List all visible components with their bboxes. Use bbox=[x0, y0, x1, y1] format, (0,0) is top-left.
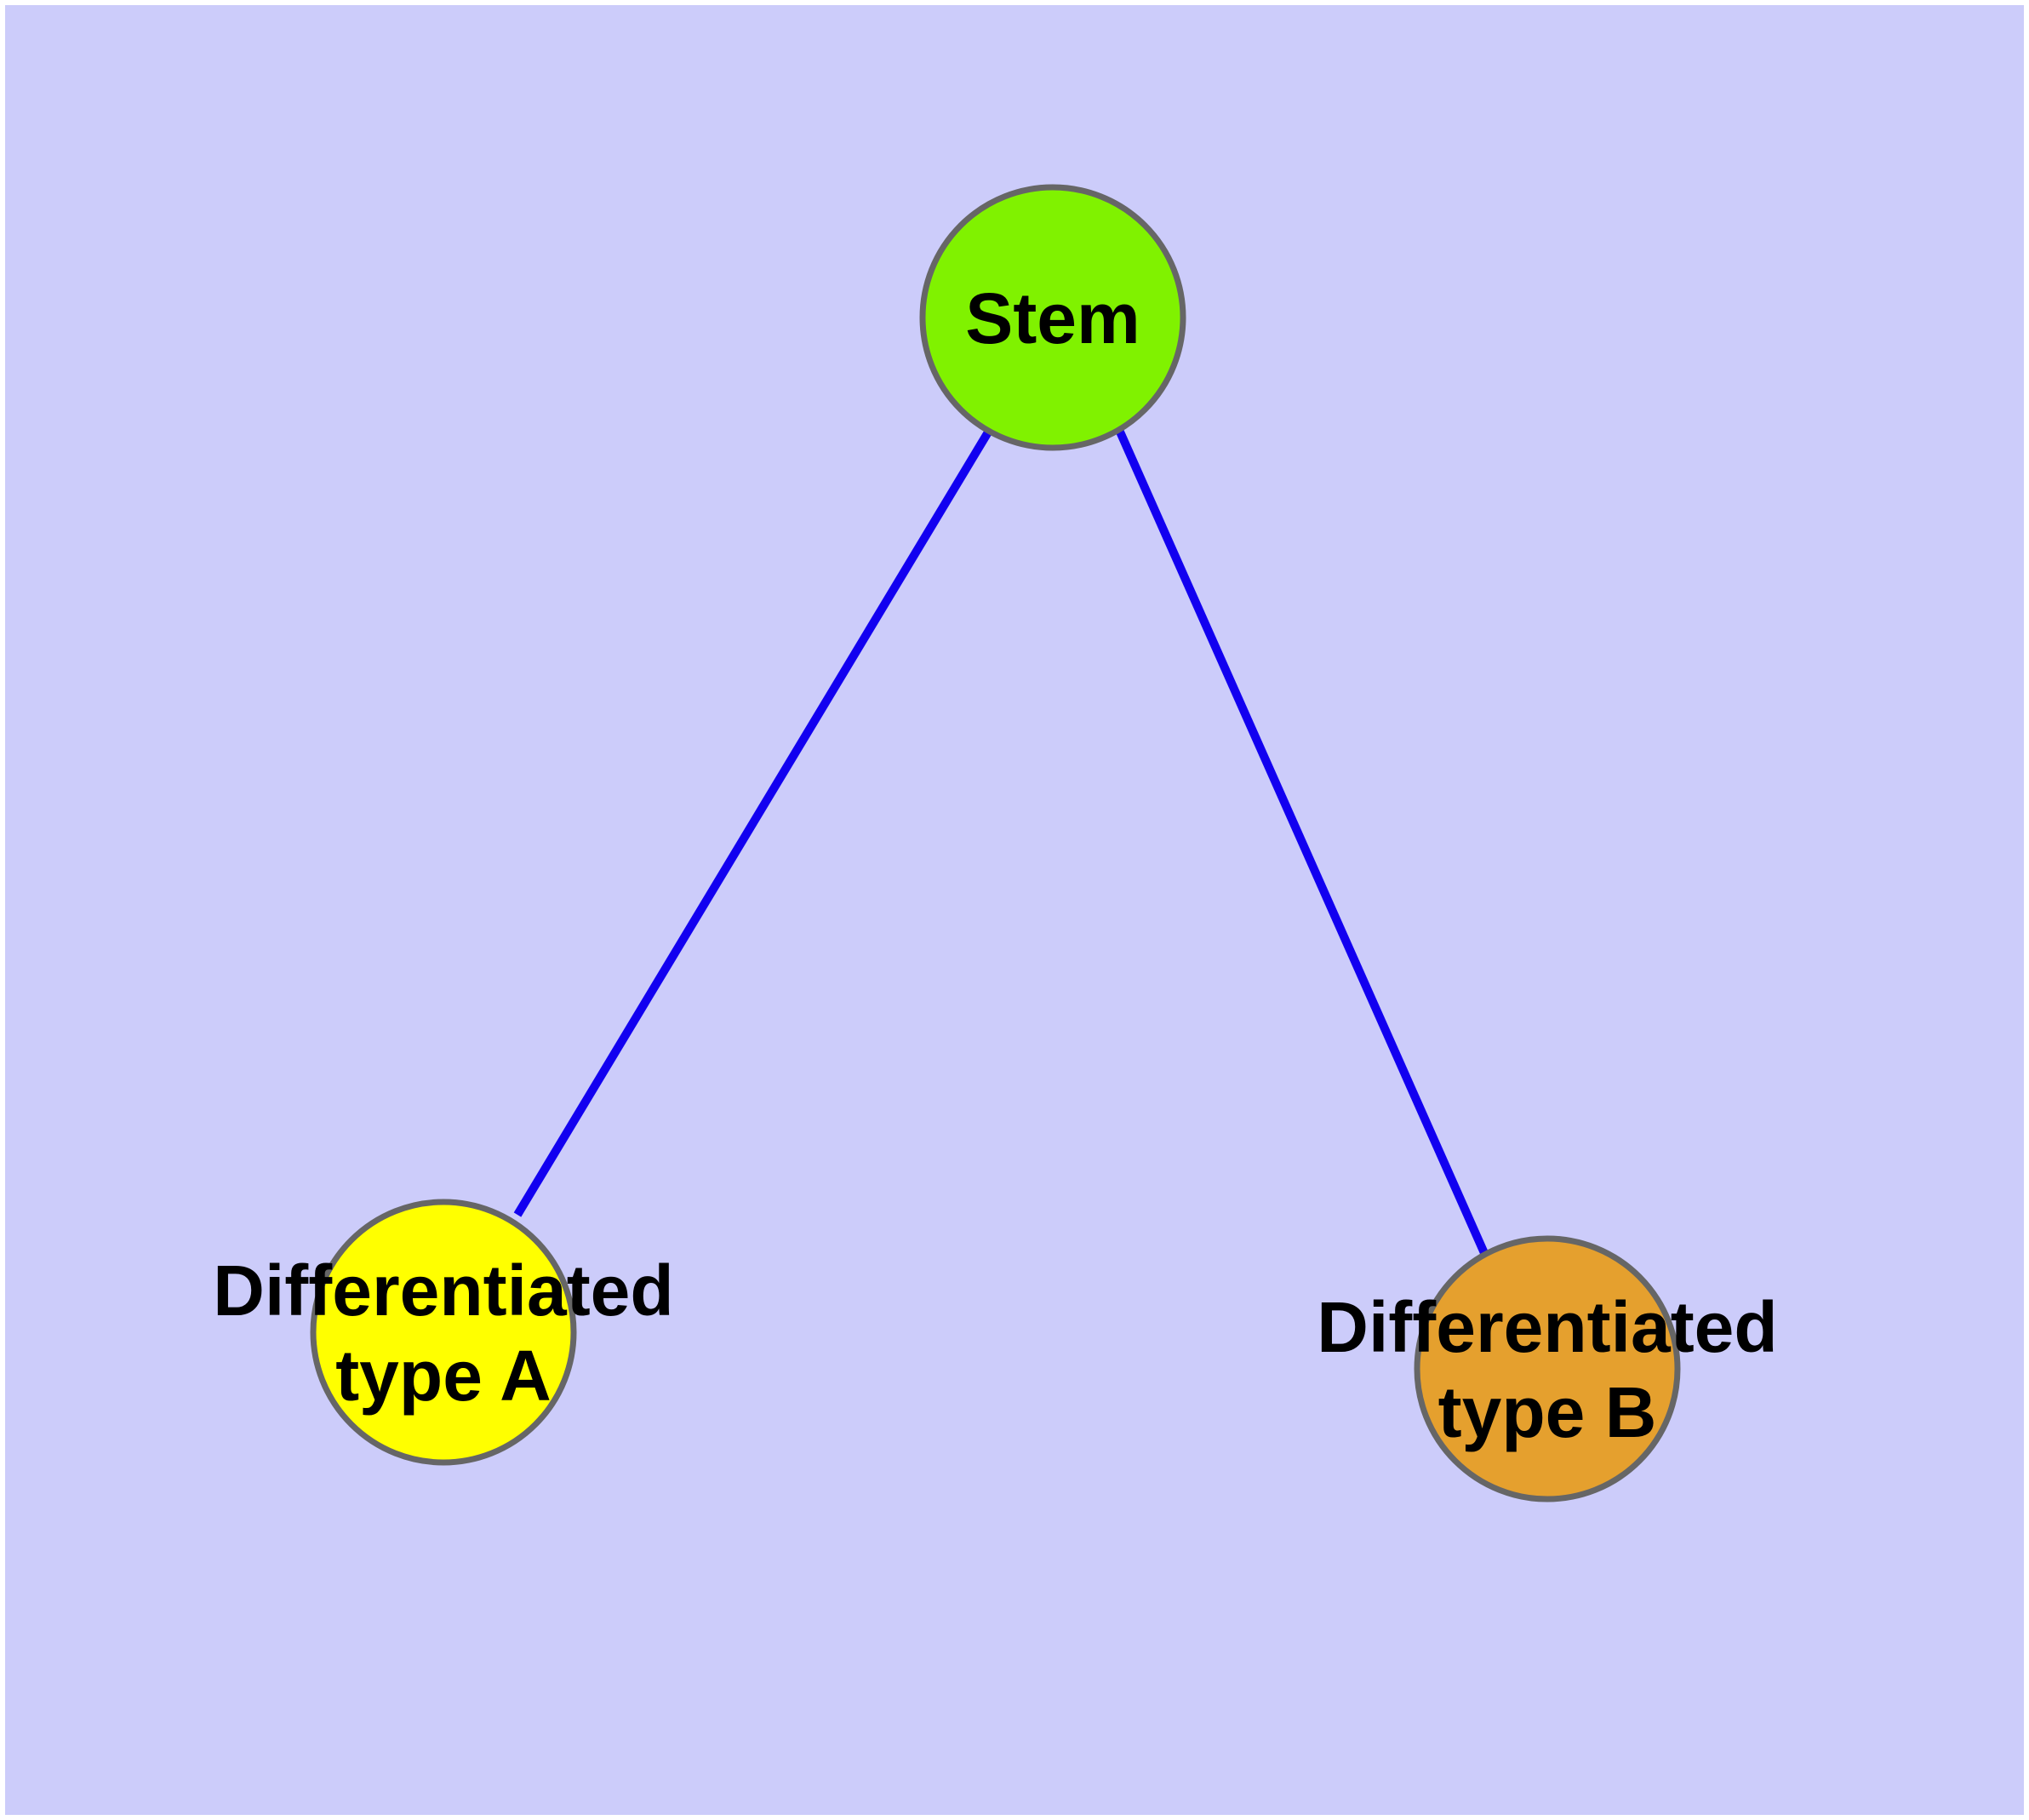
node-differentiated-type-a-label-line-2: type A bbox=[335, 1336, 552, 1416]
node-differentiated-type-b-circle[interactable] bbox=[1414, 1235, 1681, 1502]
edge-layer bbox=[513, 427, 1489, 1256]
node-stem-circle[interactable] bbox=[919, 184, 1186, 451]
label-layer: Stem Differentiated type A Differentiate… bbox=[213, 278, 1777, 1452]
node-differentiated-type-a[interactable] bbox=[310, 1199, 577, 1466]
node-stem[interactable] bbox=[919, 184, 1186, 451]
node-differentiated-type-a-circle[interactable] bbox=[310, 1199, 577, 1466]
node-stem-label: Stem bbox=[965, 278, 1140, 358]
node-differentiated-type-b-label-line-2: type B bbox=[1438, 1372, 1657, 1452]
edge-stem-to-differentiated-type-a[interactable] bbox=[513, 428, 993, 1217]
node-differentiated-type-b[interactable] bbox=[1414, 1235, 1681, 1502]
node-layer bbox=[310, 184, 1681, 1502]
node-differentiated-type-a-label-line-1: Differentiated bbox=[213, 1251, 673, 1331]
node-differentiated-type-b-label-line-1: Differentiated bbox=[1317, 1287, 1777, 1367]
edge-stem-to-differentiated-type-b[interactable] bbox=[1115, 427, 1489, 1256]
